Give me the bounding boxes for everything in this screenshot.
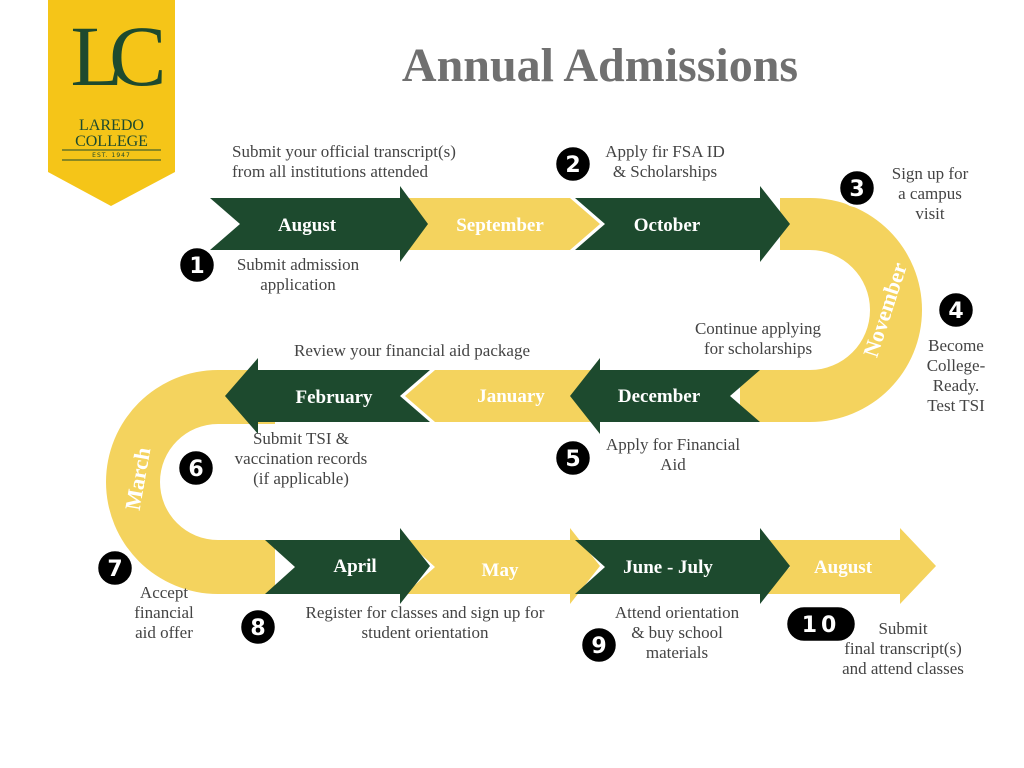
svg-text:8: 8 — [250, 616, 265, 641]
step-2-text: Apply fir FSA ID& Scholarships — [605, 142, 725, 181]
step-7-badge: 7 — [95, 548, 135, 588]
month-may: May — [482, 560, 519, 581]
svg-text:2: 2 — [565, 153, 580, 178]
arrow-december — [570, 358, 760, 434]
arrow-october — [575, 186, 790, 262]
logo-established: EST. 1947 — [92, 152, 131, 159]
step-6-text: Submit TSI &vaccination records(if appli… — [234, 429, 368, 488]
logo-line1: LAREDO — [79, 117, 144, 134]
step-2-badge: 2 — [553, 144, 593, 184]
arrow-april — [265, 528, 430, 604]
march-curve — [106, 370, 275, 594]
logo-line2: COLLEGE — [75, 133, 148, 150]
month-april: April — [333, 556, 376, 577]
step-10-badge: 10 — [784, 604, 858, 644]
laredo-college-logo: LC LAREDO COLLEGE EST. 1947 — [48, 0, 175, 206]
arrow-february — [225, 358, 430, 434]
svg-text:6: 6 — [188, 457, 203, 482]
arrow-may — [405, 528, 600, 604]
step-badges: 1 2 3 4 5 6 7 8 9 10 — [95, 144, 976, 665]
month-august-2: August — [814, 557, 873, 578]
step-4-badge: 4 — [936, 290, 976, 330]
arrow-august-2 — [760, 528, 936, 604]
step-6-badge: 6 — [176, 448, 216, 488]
month-december: December — [618, 386, 701, 407]
month-september: September — [456, 215, 544, 236]
logo-name: LAREDO COLLEGE — [48, 118, 175, 150]
step-1-badge: 1 — [177, 245, 217, 285]
svg-text:4: 4 — [948, 299, 963, 324]
svg-text:3: 3 — [849, 177, 864, 202]
svg-text:1: 1 — [189, 254, 204, 279]
page-title: Annual Admissions — [401, 39, 799, 92]
note-official-transcripts: Submit your official transcript(s)from a… — [232, 142, 456, 181]
logo-banner-shape — [48, 0, 175, 206]
svg-text:5: 5 — [565, 447, 580, 472]
step-9-badge: 9 — [579, 625, 619, 665]
step-8-badge: 8 — [238, 607, 278, 647]
month-february: February — [295, 387, 373, 408]
november-curve — [740, 198, 922, 422]
svg-text:9: 9 — [591, 634, 606, 659]
logo-initials: LC — [70, 8, 167, 104]
note-review-financial-aid: Review your financial aid package — [293, 341, 530, 360]
arrow-august-1 — [210, 186, 428, 262]
month-january: January — [477, 386, 545, 407]
step-5-badge: 5 — [553, 438, 593, 478]
arrow-september — [395, 198, 600, 250]
arrow-june-july — [575, 528, 790, 604]
month-august-1: August — [278, 215, 337, 236]
svg-text:7: 7 — [107, 557, 122, 582]
step-3-badge: 3 — [837, 168, 877, 208]
arrow-january — [405, 370, 600, 422]
svg-text:10: 10 — [802, 613, 841, 638]
month-june-july: June - July — [623, 557, 713, 578]
month-october: October — [634, 215, 701, 236]
